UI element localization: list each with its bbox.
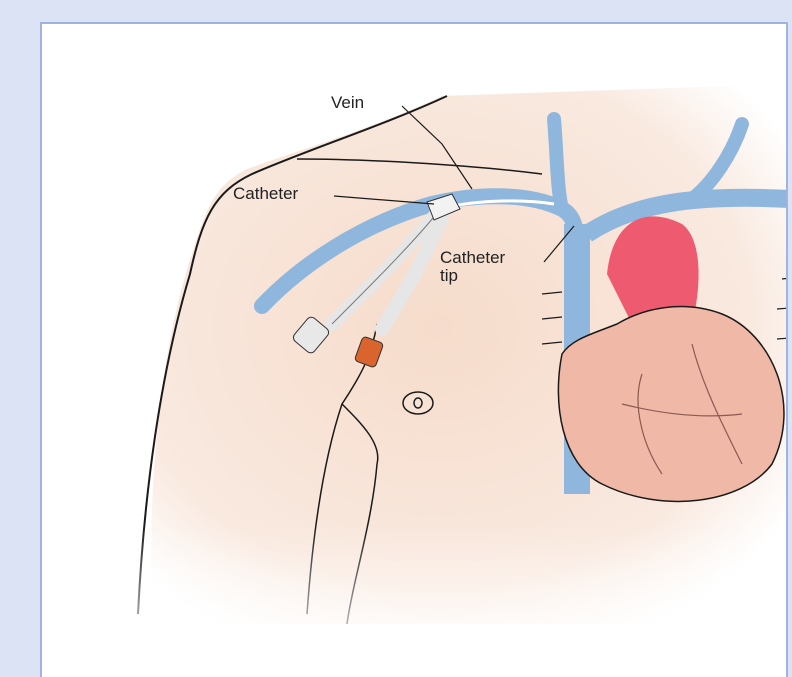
catheter-tip-label-line1: Catheter [440,249,505,267]
diagram-frame: Vein Catheter Catheter tip [40,22,788,677]
catheter-tip-label: Catheter tip [440,249,505,285]
catheter-label: Catheter [233,185,298,203]
catheter-diagram-illustration [42,24,788,677]
heart-shape [558,307,784,502]
bottom-fade [42,524,788,677]
jugular-vein [554,119,562,209]
catheter-tip-label-line2: tip [440,267,505,285]
nipple-outline [403,392,433,414]
vein-label: Vein [331,94,364,112]
